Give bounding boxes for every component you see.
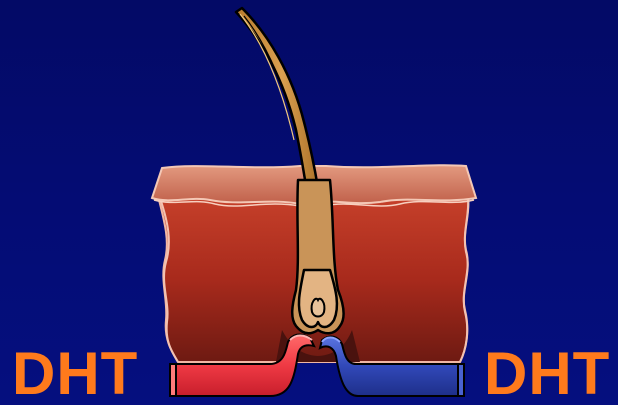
vein-end — [458, 364, 464, 396]
dht-label-right: DHT — [484, 343, 610, 405]
dht-label-left: DHT — [12, 343, 138, 405]
dermal-papilla — [312, 299, 325, 317]
artery-end — [170, 364, 176, 396]
